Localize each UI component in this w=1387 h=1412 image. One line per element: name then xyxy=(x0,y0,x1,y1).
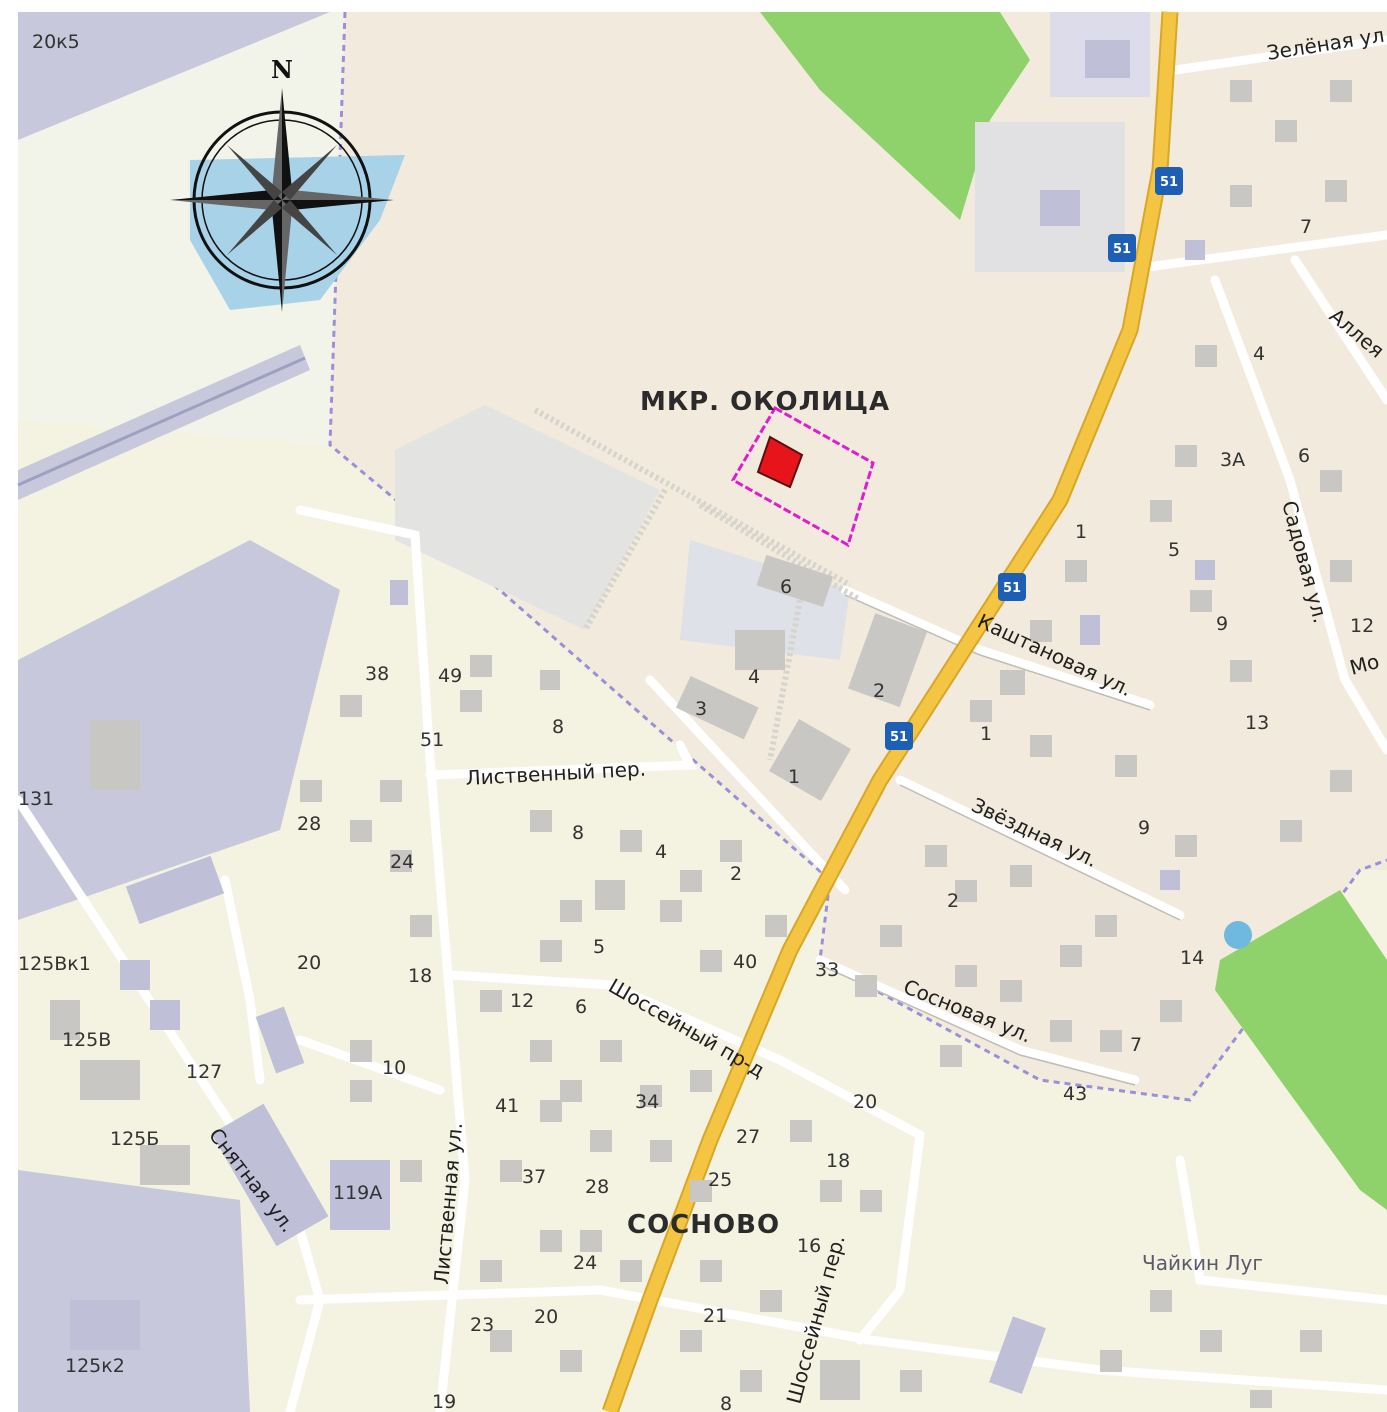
svg-text:18: 18 xyxy=(826,1150,850,1172)
railway-line xyxy=(17,356,306,487)
place-chaykin-lug: Чайкин Луг xyxy=(1142,1251,1263,1275)
svg-text:125В: 125В xyxy=(62,1029,111,1051)
svg-text:12: 12 xyxy=(1350,615,1374,637)
plot-construction-2 xyxy=(680,540,850,660)
plot-construction xyxy=(395,405,660,630)
district-okolitsa: МКР. ОКОЛИЦА xyxy=(640,387,890,417)
house-numbers: 20к5 7 4 3А 6 1 5 9 12 13 6 4 2 3 1 1 9 … xyxy=(18,31,1374,1412)
bus-stop-label: 51 xyxy=(890,730,908,745)
svg-text:20: 20 xyxy=(853,1091,877,1113)
building-top-inner xyxy=(1085,40,1130,78)
svg-text:6: 6 xyxy=(780,576,792,598)
svg-text:8: 8 xyxy=(720,1393,732,1412)
svg-text:34: 34 xyxy=(635,1091,659,1113)
industrial-area-north xyxy=(18,12,330,140)
footpaths xyxy=(533,407,862,761)
svg-text:23: 23 xyxy=(470,1314,494,1336)
svg-text:131: 131 xyxy=(18,788,54,810)
svg-text:1: 1 xyxy=(1075,521,1087,543)
svg-text:7: 7 xyxy=(1300,216,1312,238)
svg-text:41: 41 xyxy=(495,1095,519,1117)
svg-text:10: 10 xyxy=(382,1057,406,1079)
svg-text:3А: 3А xyxy=(1220,449,1245,471)
svg-text:3: 3 xyxy=(695,698,707,720)
compass-rose: N xyxy=(170,55,394,312)
svg-text:18: 18 xyxy=(408,965,432,987)
target-building[interactable] xyxy=(756,435,804,489)
svg-text:9: 9 xyxy=(1216,613,1228,635)
svg-text:2: 2 xyxy=(730,863,742,885)
minor-roads xyxy=(13,35,1387,1412)
svg-text:6: 6 xyxy=(1298,445,1310,467)
svg-text:14: 14 xyxy=(1180,947,1204,969)
bus-stop-3[interactable]: 51 xyxy=(998,573,1026,601)
buildings xyxy=(50,80,1352,1408)
svg-text:125к2: 125к2 xyxy=(65,1355,125,1377)
svg-text:2: 2 xyxy=(947,890,959,912)
railway-strip xyxy=(18,345,310,500)
park-southeast xyxy=(1215,890,1387,1210)
okolitsa-area xyxy=(330,12,1387,1100)
svg-text:125Б: 125Б xyxy=(110,1128,159,1150)
svg-text:13: 13 xyxy=(1245,712,1269,734)
svg-text:21: 21 xyxy=(703,1305,727,1327)
svg-text:19: 19 xyxy=(432,1391,456,1412)
bus-stop-2[interactable]: 51 xyxy=(1108,234,1136,262)
svg-text:37: 37 xyxy=(522,1166,546,1188)
svg-text:8: 8 xyxy=(572,822,584,844)
svg-text:6: 6 xyxy=(575,996,587,1018)
pond xyxy=(1224,921,1252,949)
bus-stop-label: 51 xyxy=(1113,242,1131,257)
svg-text:28: 28 xyxy=(297,813,321,835)
svg-text:49: 49 xyxy=(438,665,462,687)
industrial-area-southwest xyxy=(18,1170,250,1412)
svg-text:51: 51 xyxy=(420,729,444,751)
svg-text:4: 4 xyxy=(655,841,667,863)
svg-text:20: 20 xyxy=(297,952,321,974)
svg-text:43: 43 xyxy=(1063,1083,1087,1105)
svg-text:25: 25 xyxy=(708,1169,732,1191)
svg-text:7: 7 xyxy=(1130,1034,1142,1056)
svg-text:33: 33 xyxy=(815,959,839,981)
svg-text:20к5: 20к5 xyxy=(32,31,80,53)
svg-text:4: 4 xyxy=(748,666,760,688)
bus-stop-label: 51 xyxy=(1160,175,1178,190)
svg-text:12: 12 xyxy=(510,990,534,1012)
svg-text:20: 20 xyxy=(534,1306,558,1328)
district-sosnovo: СОСНОВО xyxy=(627,1210,780,1240)
svg-text:8: 8 xyxy=(552,716,564,738)
svg-text:9: 9 xyxy=(1138,817,1150,839)
bus-stop-label: 51 xyxy=(1003,581,1021,596)
svg-text:127: 127 xyxy=(186,1061,222,1083)
svg-text:4: 4 xyxy=(1253,343,1265,365)
svg-text:16: 16 xyxy=(797,1235,821,1257)
bus-stop-1[interactable]: 51 xyxy=(1155,167,1183,195)
svg-text:1: 1 xyxy=(980,723,992,745)
minor-road-casing xyxy=(819,594,1181,1086)
svg-text:5: 5 xyxy=(1168,539,1180,561)
svg-text:125Вк1: 125Вк1 xyxy=(18,953,91,975)
svg-text:2: 2 xyxy=(873,680,885,702)
target-plot-outline xyxy=(730,405,875,548)
svg-text:28: 28 xyxy=(585,1176,609,1198)
svg-text:5: 5 xyxy=(593,936,605,958)
svg-text:40: 40 xyxy=(733,951,757,973)
svg-text:1: 1 xyxy=(788,766,800,788)
svg-text:119А: 119А xyxy=(333,1182,382,1204)
svg-text:38: 38 xyxy=(365,663,389,685)
svg-text:27: 27 xyxy=(736,1126,760,1148)
svg-text:24: 24 xyxy=(573,1252,597,1274)
stadium-building xyxy=(1040,190,1080,226)
bus-stop-4[interactable]: 51 xyxy=(885,722,913,750)
highway-fill xyxy=(603,11,1177,1412)
industrial-area-west xyxy=(18,540,340,920)
svg-text:24: 24 xyxy=(390,851,414,873)
land-area-northwest xyxy=(18,12,345,445)
park-north xyxy=(760,12,1030,220)
compass-north-label: N xyxy=(271,55,293,84)
